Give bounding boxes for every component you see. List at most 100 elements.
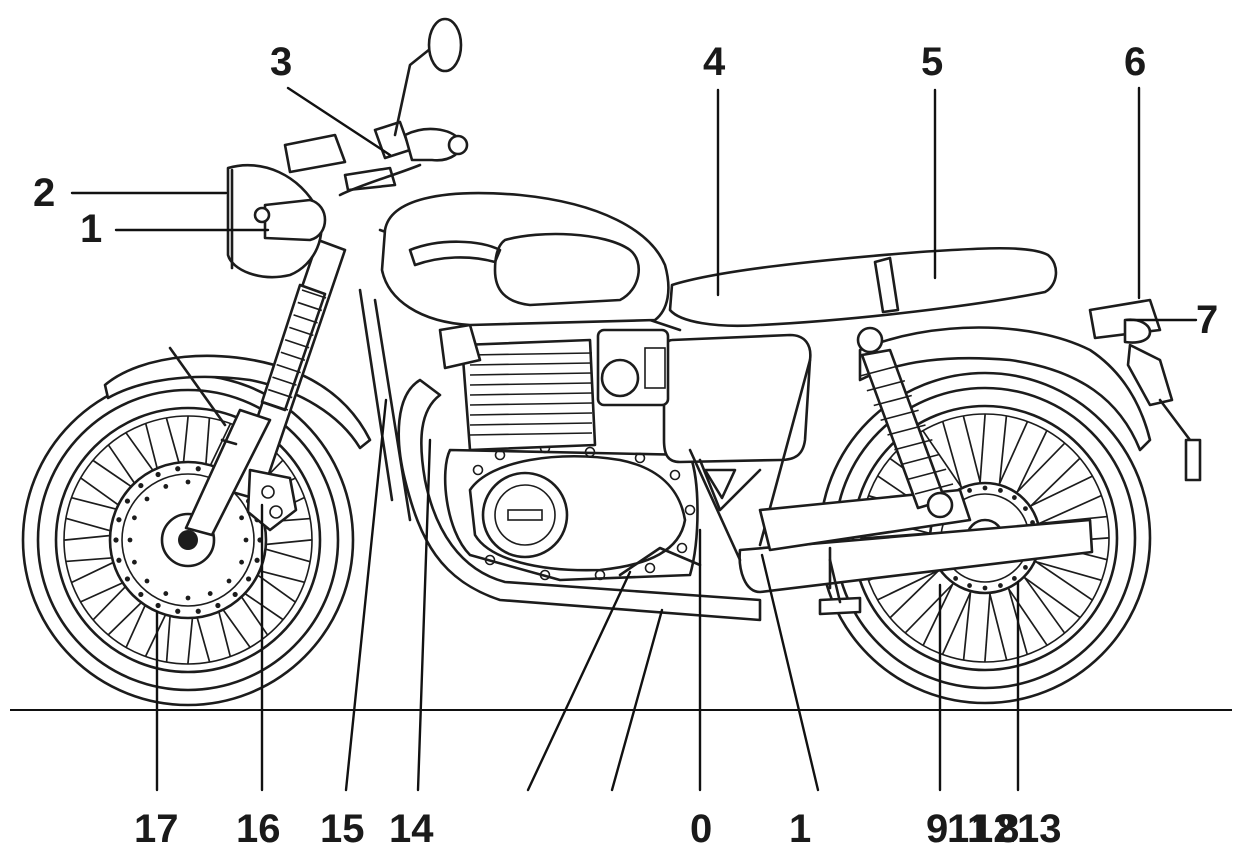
callout-16: 16 [236,807,281,851]
disc-hole [132,515,137,521]
footrest [818,596,862,616]
disc-hole [175,466,181,472]
seat [668,246,1058,328]
callout-9: 9 [926,807,948,851]
disc-hole [163,591,169,596]
disc-hole [185,479,191,485]
fork-gaiter-rib [293,314,318,324]
shock-coil [866,379,906,392]
gear-lever [618,546,702,577]
callout-5: 5 [921,40,943,84]
engine-bolt [594,569,606,581]
cylinder-fin [469,382,593,386]
rear-shock [856,326,954,519]
callout-0: 0 [690,807,712,851]
callout-labels: 1 2 3 4 5 6 7 17 16 15 14 0 1 9 11 12 8 … [33,40,1218,851]
front-wheel [21,373,355,707]
disc-hole [144,578,150,584]
disc-hole [195,466,201,472]
fuel-tank [380,191,670,327]
disc-hole [132,559,137,565]
callout-1-headlight: 1 [80,207,102,251]
engine-bolt [494,449,506,461]
callout-12: 12 [971,807,1016,851]
shock-coil [859,365,899,377]
disc-hole [967,488,972,493]
shock-coil [894,438,933,451]
disc-hole [163,484,169,489]
rear-indicator [1123,318,1152,344]
disc-hole [239,515,244,521]
disc-hole [195,608,201,614]
cylinder-fin [469,412,593,416]
disc-hole [144,496,150,502]
cylinder-fin [469,432,593,436]
disc-hole [1011,495,1017,500]
headlight [226,163,327,279]
engine-bolt [644,562,656,574]
disc-hole [155,602,161,609]
disc-hole [1023,506,1028,512]
disc-hole [1023,564,1028,570]
disc-hole [175,608,181,614]
front-fender [103,354,372,450]
disc-hole [207,591,213,596]
callout-15: 15 [320,807,365,851]
disc-hole [124,576,131,582]
disc-hole [998,583,1003,588]
disc-hole [982,485,988,491]
disc-hole [982,585,988,591]
fork-gaiter-rib [272,376,297,386]
front-caliper [246,468,298,532]
fork-gaiter-rib [263,401,289,411]
engine-bolt [472,464,484,476]
disc-hole [138,591,144,598]
shock-coil [873,394,912,407]
fork-gaiter-rib [276,363,301,374]
callout-7: 7 [1196,298,1218,342]
fork-gaiter-rib [297,301,323,312]
fork-gaiter-rib [267,388,293,399]
disc-hole [1011,576,1017,581]
disc-hole [226,578,232,584]
engine-bolt [484,554,496,566]
shock-coil [880,409,919,422]
shock-coil [901,453,940,466]
disc-hole [243,537,249,543]
disc-hole [138,482,144,489]
disc-hole [155,471,161,478]
callout-1-frame: 1 [789,807,811,851]
disc-hole [116,557,122,563]
cylinder-fin [469,352,593,356]
leader-lines [70,86,1198,792]
fork-gaiter-rib [280,351,306,361]
number-plate-bracket [1126,343,1174,407]
mirror [393,17,463,137]
instruments [283,133,397,192]
disc-hole [185,595,191,601]
disc-hole [998,488,1003,493]
disc-hole [116,517,122,523]
cylinder-fin [469,392,593,396]
callout-11: 11 [947,807,989,851]
engine [438,323,699,582]
callout-6: 6 [1124,40,1146,84]
callout-13: 13 [1017,807,1062,851]
disc-hole [232,591,238,598]
disc-hole [113,537,119,543]
disc-hole [127,537,133,543]
shock-coil [887,424,926,436]
callout-8: 8 [997,807,1019,851]
cylinder-fin [469,372,593,376]
handlebar [338,120,469,197]
callout-3: 3 [270,40,292,84]
callout-17: 17 [134,807,179,851]
engine-bolt [539,569,551,581]
engine-bolt [634,452,646,464]
engine-bolt [684,504,696,516]
engine-bolt [669,469,681,481]
disc-hole [245,576,252,582]
callout-4: 4 [703,40,726,84]
callout-14: 14 [389,807,434,851]
